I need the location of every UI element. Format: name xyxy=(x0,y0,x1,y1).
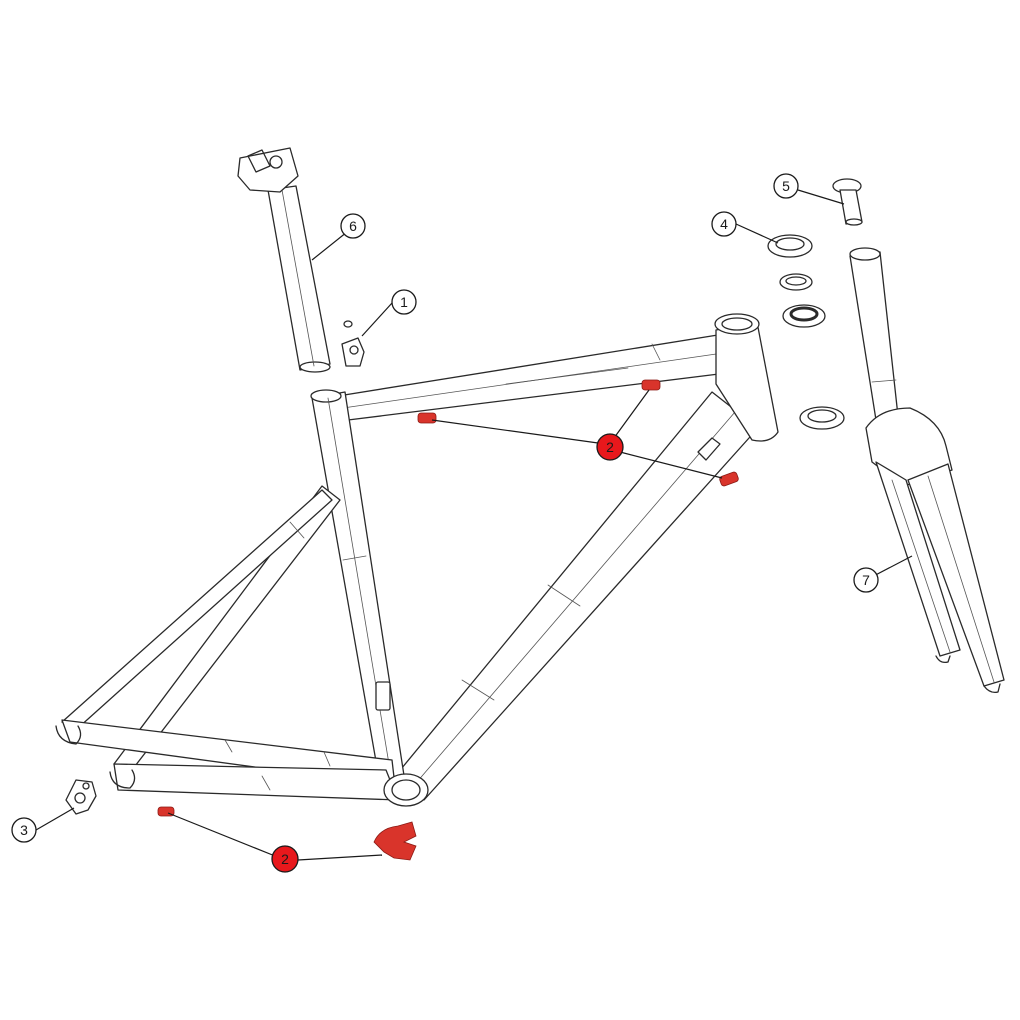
seat-tube xyxy=(311,391,406,785)
highlighted-parts xyxy=(157,379,739,861)
front-fork xyxy=(849,247,1005,694)
callout-6: 6 xyxy=(340,213,366,239)
callout-label: 2 xyxy=(606,439,614,455)
callout-1: 1 xyxy=(391,289,417,315)
headset-top-cover xyxy=(767,234,813,258)
callout-label: 7 xyxy=(862,572,870,588)
headset-parts xyxy=(767,178,863,430)
callout-label: 4 xyxy=(720,216,728,232)
callout-4: 4 xyxy=(711,211,737,237)
callout-7: 7 xyxy=(853,567,879,593)
head-tube xyxy=(715,321,779,442)
callout-2-top: 2 xyxy=(596,433,624,461)
seatpost xyxy=(237,147,331,373)
top-tube xyxy=(337,333,736,421)
frame-hanger-piece xyxy=(341,320,365,367)
cable-plug-top-tube-left xyxy=(417,412,437,424)
callout-label: 1 xyxy=(400,294,408,310)
bottom-bracket-cable-guide xyxy=(373,821,417,861)
callout-3: 3 xyxy=(11,817,37,843)
cable-plug-top-tube-right xyxy=(641,379,661,391)
callout-label: 2 xyxy=(281,851,289,867)
leader-lines xyxy=(35,189,913,861)
seat-stays xyxy=(113,485,341,771)
callout-2-bottom: 2 xyxy=(271,845,299,873)
rear-derailleur-hanger xyxy=(65,779,97,815)
headset-top-cap xyxy=(832,178,863,226)
callout-5: 5 xyxy=(773,173,799,199)
cable-plug-down-tube xyxy=(719,471,739,487)
callout-label: 3 xyxy=(20,822,28,838)
callout-label: 5 xyxy=(782,178,790,194)
callout-label: 6 xyxy=(349,218,357,234)
bike-frame xyxy=(55,313,779,807)
